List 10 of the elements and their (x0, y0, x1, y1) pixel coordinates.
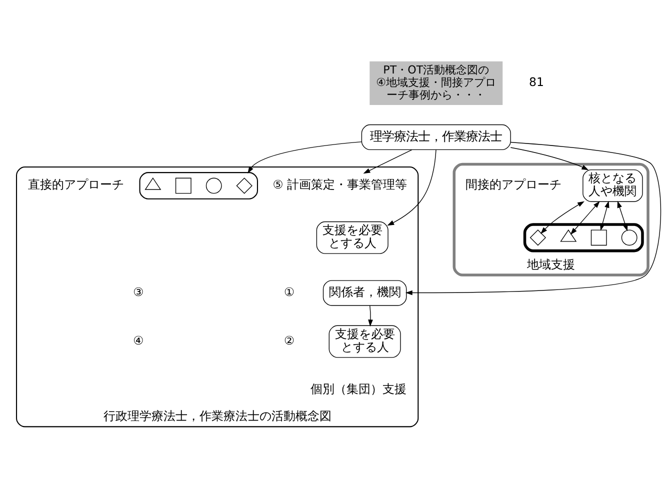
label: ③ (133, 284, 144, 298)
label: PT・OT活動概念図の④地域支援・間接アプローチ事例から・・・ (376, 62, 496, 101)
label: 直接的アプローチ (28, 177, 124, 192)
label: ② (284, 332, 295, 347)
label: ④ (133, 332, 144, 347)
label: ① (284, 284, 295, 298)
label: 間接的アプローチ (466, 177, 562, 192)
label: 81 (529, 74, 544, 89)
label: 個別（集団）支援 (310, 381, 407, 396)
node-text: ⑤ 計画策定・事業管理等 (272, 177, 408, 192)
